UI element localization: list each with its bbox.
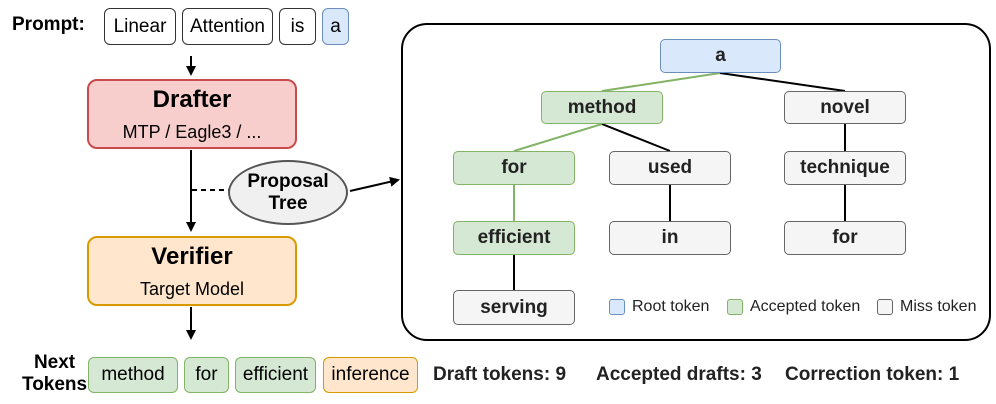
proposal-tree-ellipse: Proposal Tree (228, 160, 348, 225)
next-token-method: method (88, 357, 178, 393)
tree-node-for-2: for (784, 221, 906, 255)
tree-node-used: used (609, 151, 731, 185)
drafter-subtitle: MTP / Eagle3 / ... (122, 121, 262, 142)
verifier-title: Verifier (151, 242, 233, 270)
prompt-token-attention: Attention (182, 8, 273, 45)
prompt-token-a-root: a (322, 8, 349, 45)
proposal-line1: Proposal (247, 170, 329, 192)
legend-miss-label: Miss token (900, 298, 977, 315)
next-tokens-label-line1: Next (33, 352, 76, 373)
next-token-inference-correction: inference (323, 357, 418, 393)
prompt-token-is: is (279, 8, 316, 45)
tree-node-in: in (609, 221, 731, 255)
legend-miss-swatch (877, 299, 893, 315)
legend-accepted-label: Accepted token (750, 298, 861, 315)
stat-draft-tokens: Draft tokens: 9 (433, 364, 567, 385)
drafter-box: Drafter MTP / Eagle3 / ... (87, 79, 297, 149)
legend-root-swatch (609, 299, 625, 315)
next-token-for: for (184, 357, 229, 393)
tree-node-technique: technique (784, 151, 906, 185)
stat-accepted-drafts: Accepted drafts: 3 (596, 364, 762, 385)
tree-node-method: method (541, 91, 663, 124)
verifier-subtitle: Target Model (139, 278, 245, 299)
stat-correction-token: Correction token: 1 (785, 364, 960, 385)
legend-root-label: Root token (632, 298, 710, 315)
prompt-token-linear: Linear (104, 8, 176, 45)
tree-node-a: a (660, 39, 781, 73)
tree-node-efficient: efficient (453, 221, 575, 255)
tree-node-serving: serving (453, 290, 575, 325)
proposal-line2: Tree (268, 192, 308, 214)
legend-accepted-swatch (727, 299, 743, 315)
verifier-box: Verifier Target Model (87, 236, 297, 306)
arrow-proposal-to-tree (349, 176, 400, 192)
next-token-efficient: efficient (235, 357, 316, 393)
next-tokens-label-line2: Tokens (22, 374, 88, 395)
drafter-title: Drafter (152, 85, 232, 113)
legend-accepted: Accepted token (727, 298, 860, 316)
legend-root: Root token (609, 298, 709, 316)
legend-miss: Miss token (877, 298, 976, 316)
prompt-label: Prompt: (12, 14, 85, 35)
tree-node-for: for (453, 151, 575, 185)
tree-node-novel: novel (784, 91, 906, 124)
next-tokens-label: Next Tokens (22, 352, 87, 396)
